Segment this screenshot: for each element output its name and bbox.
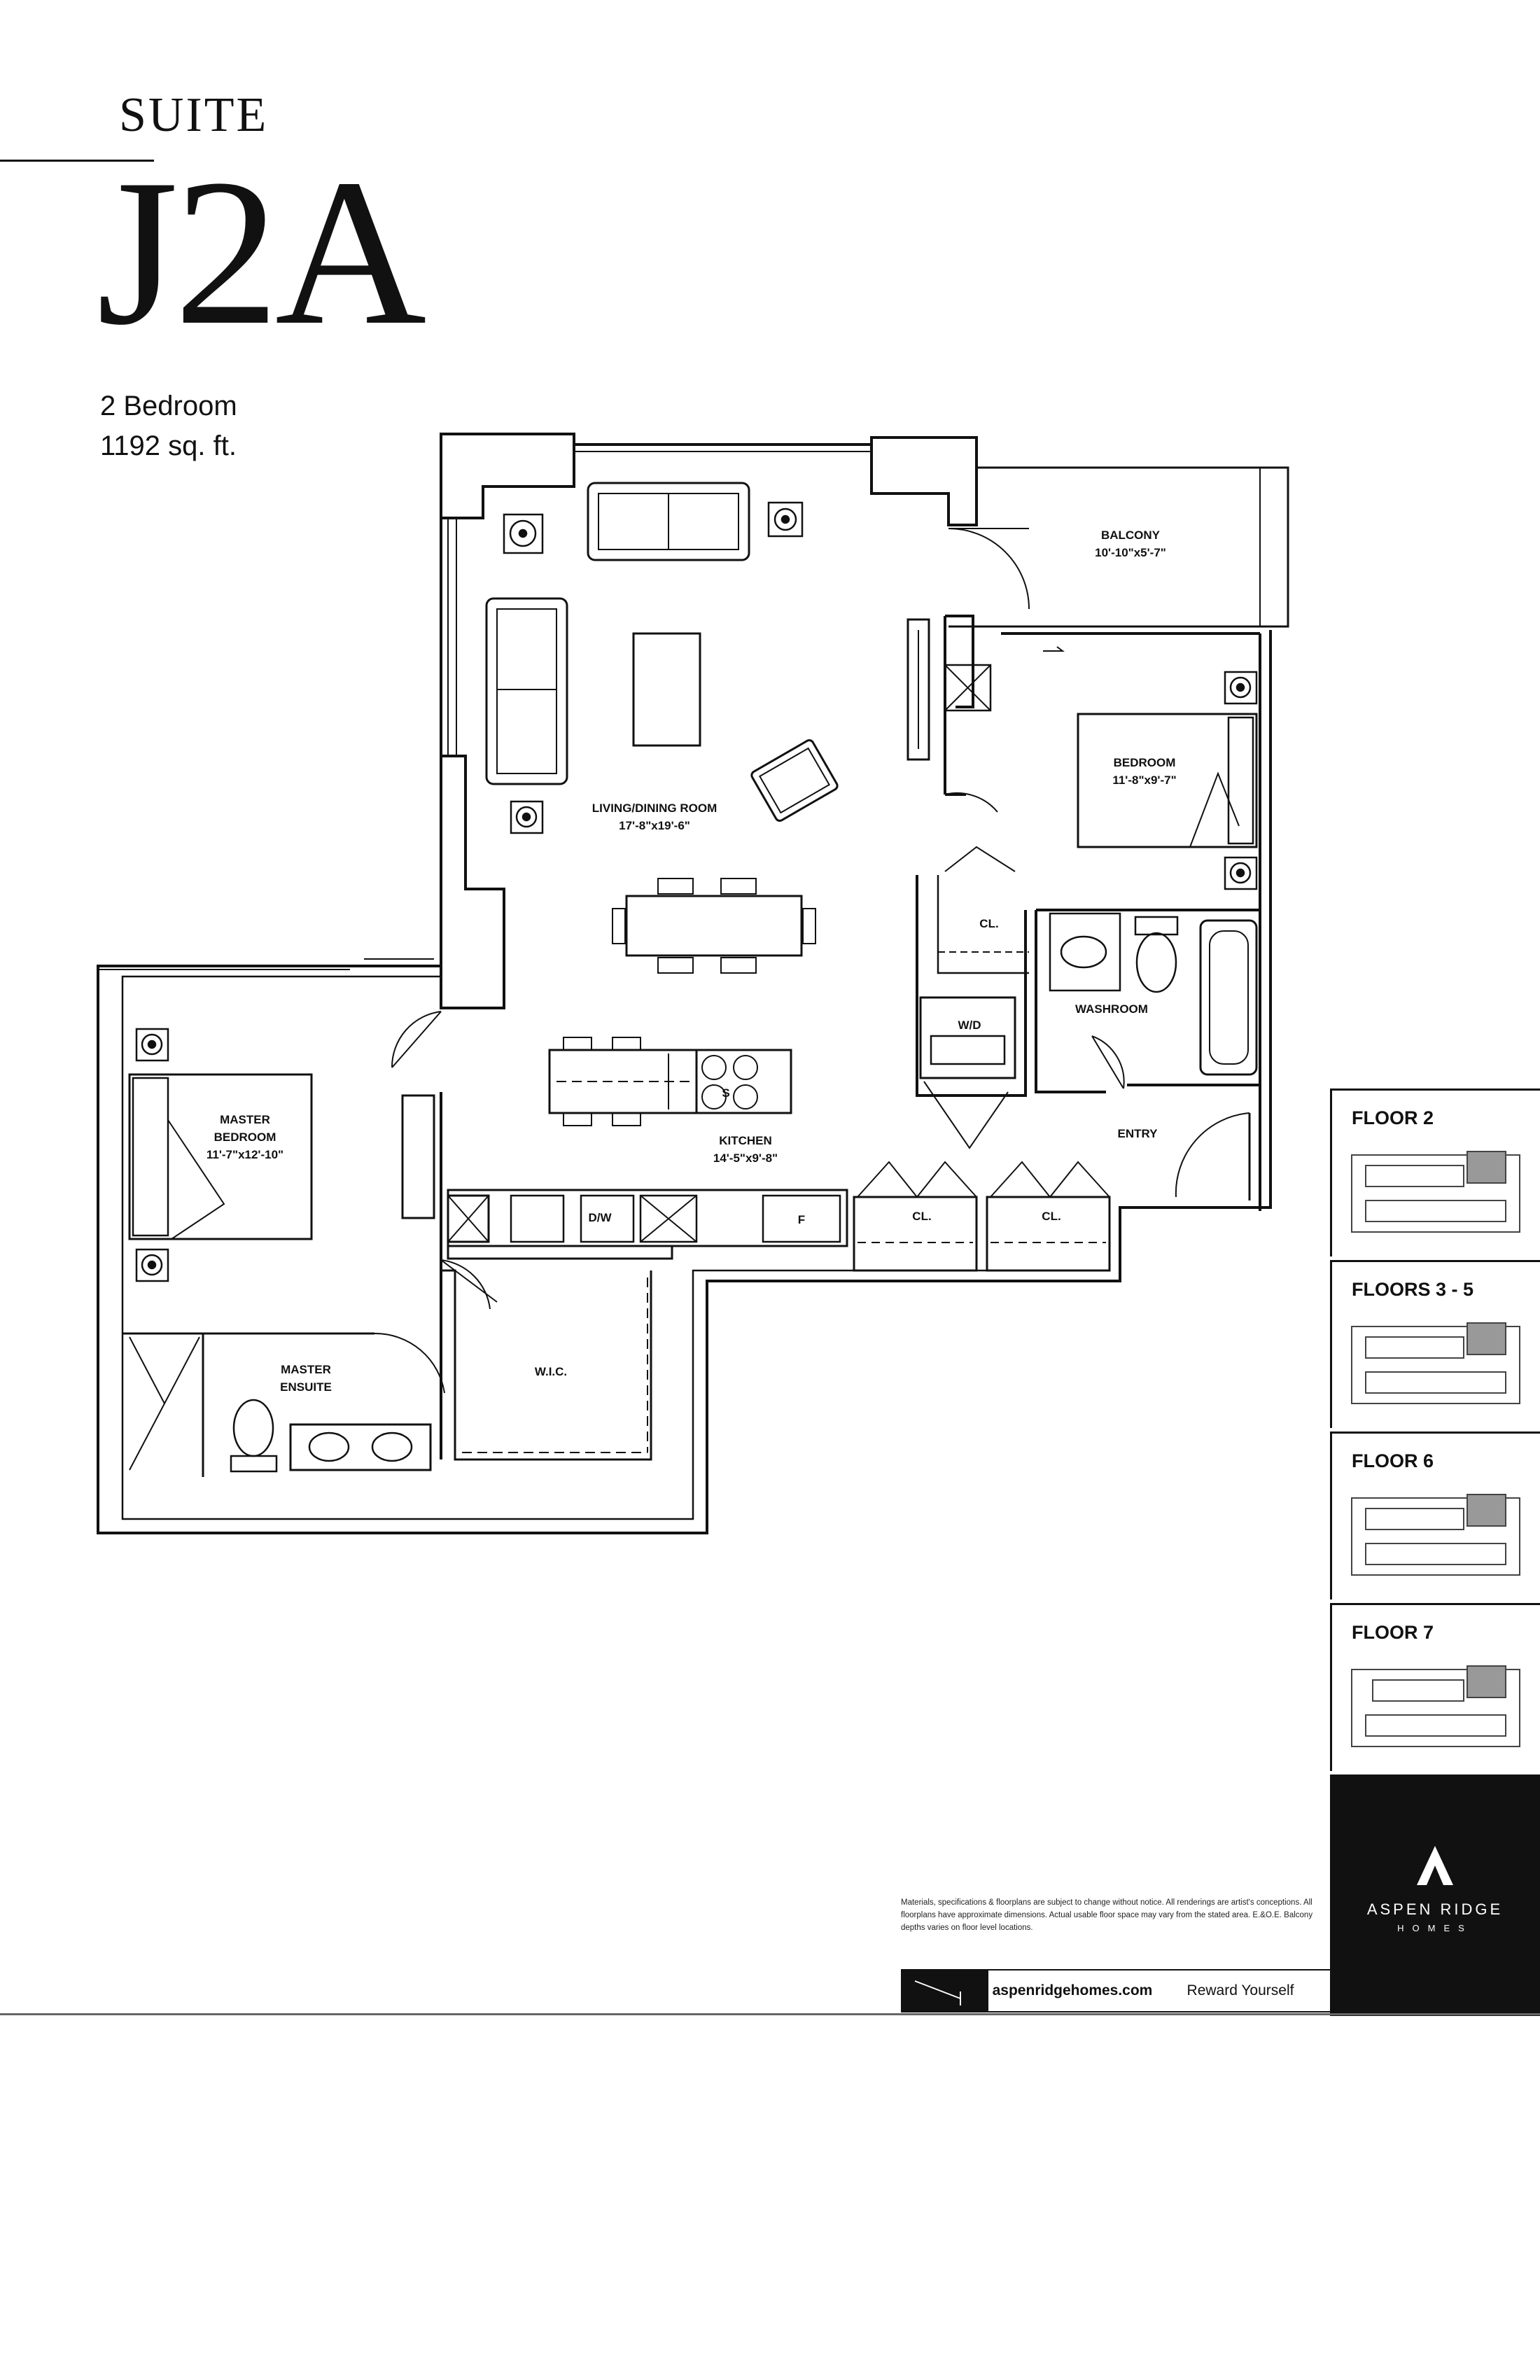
floor-name: FLOOR 6: [1352, 1450, 1434, 1471]
kitchen-dims: 14'-5"x9'-8": [713, 1152, 778, 1165]
master-bedroom-label-2: BEDROOM: [214, 1130, 276, 1144]
aspen-ridge-logo-icon: [1417, 1846, 1453, 1885]
ceiling-speaker-icon: [135, 1028, 169, 1062]
stove-label: S: [722, 1086, 729, 1100]
tagline: Reward Yourself: [1186, 1982, 1294, 1998]
living-dining-dims: 17'-8"x19'-6": [619, 819, 690, 832]
interior-outline: [121, 975, 1110, 1520]
master-bedroom-label: MASTER: [220, 1113, 270, 1126]
ceiling-speaker-icon: [135, 1248, 169, 1282]
bedroom-dims: 11'-8"x9'-7": [1112, 774, 1176, 787]
kitchen-label: KITCHEN: [719, 1134, 772, 1147]
suite-label: SUITE: [119, 88, 269, 142]
balcony-dims: 10'-10"x5'-7": [1095, 546, 1166, 559]
brand-box: ASPEN RIDGE HOMES: [1330, 1774, 1540, 2016]
exterior-wall: [97, 434, 1272, 1534]
floor-key-panel: FLOOR 2 FLOORS 3 - 5 FLOOR 6 FLOOR 7: [1330, 1088, 1540, 2012]
bedroom-label: BEDROOM: [1114, 756, 1176, 769]
dishwasher-label: D/W: [588, 1211, 612, 1224]
fridge-label: F: [798, 1213, 805, 1226]
balcony-label: BALCONY: [1101, 528, 1161, 542]
floor-name: FLOOR 7: [1352, 1622, 1434, 1643]
bedroom-count: 2 Bedroom: [100, 391, 237, 421]
washer-dryer-label: W/D: [958, 1018, 981, 1032]
title-rule: [0, 160, 154, 162]
ensuite-label: MASTER: [281, 1363, 331, 1376]
suite-area: 1192 sq. ft.: [100, 430, 237, 461]
floor-card-6: FLOOR 6: [1330, 1432, 1540, 1600]
brand-sub: HOMES: [1397, 1923, 1473, 1933]
footer-bar: aspenridgehomes.com Reward Yourself: [901, 1969, 1330, 2012]
washroom-label: WASHROOM: [1075, 1002, 1148, 1016]
floor-keyplan: [1351, 1322, 1520, 1404]
floor-card-2: FLOOR 2: [1330, 1088, 1540, 1256]
floor-keyplan: [1351, 1151, 1520, 1233]
suite-code: J2A: [97, 136, 426, 368]
footer-mark-icon: [901, 1970, 988, 2011]
closet-label: CL.: [912, 1210, 931, 1223]
floor-keyplan: [1351, 1494, 1520, 1576]
wic-label: W.I.C.: [535, 1365, 567, 1378]
ceiling-speaker-icon: [503, 513, 544, 554]
floor-name: FLOOR 2: [1352, 1107, 1434, 1128]
ceiling-speaker-icon: [1224, 671, 1258, 705]
floor-name: FLOORS 3 - 5: [1352, 1279, 1474, 1300]
entry-label: ENTRY: [1118, 1127, 1158, 1140]
floor-plan: BALCONY 10'-10"x5'-7" LIVING/DINING ROOM…: [97, 433, 1289, 1534]
living-dining-label: LIVING/DINING ROOM: [592, 802, 718, 815]
master-bedroom-dims: 11'-7"x12'-10": [206, 1148, 284, 1161]
disclaimer: Materials, specifications & floorplans a…: [901, 1898, 1313, 1932]
floor-card-7: FLOOR 7: [1330, 1603, 1540, 1771]
ceiling-speaker-icon: [1224, 856, 1258, 890]
ensuite-label-2: ENSUITE: [280, 1380, 332, 1394]
ceiling-speaker-icon: [510, 800, 544, 834]
bottom-rule: [0, 2013, 1540, 2015]
closet-label: CL.: [979, 917, 998, 930]
balcony-rail: [948, 466, 1289, 628]
column: [440, 433, 575, 519]
website-link[interactable]: aspenridgehomes.com: [992, 1982, 1153, 1998]
column: [870, 436, 978, 526]
closet-label: CL.: [1042, 1210, 1060, 1223]
ceiling-speaker-icon: [767, 501, 804, 538]
floor-card-3-5: FLOORS 3 - 5: [1330, 1260, 1540, 1428]
brand-name: ASPEN RIDGE: [1366, 1900, 1504, 1918]
floor-keyplan: [1351, 1665, 1520, 1747]
